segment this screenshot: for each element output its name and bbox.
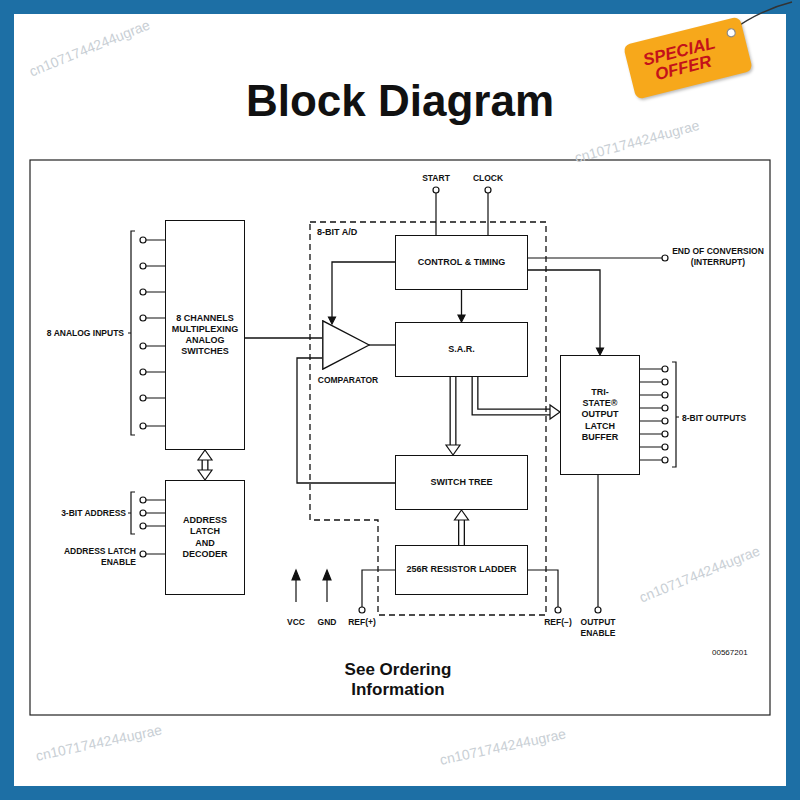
offer-text: SPECIAL OFFER xyxy=(631,32,732,88)
resistor-ladder-box: 256R RESISTOR LADDER xyxy=(395,545,528,595)
diagram-caption: See Ordering Information xyxy=(318,660,478,700)
bus-inner xyxy=(203,459,207,471)
start-clock-pins xyxy=(433,187,491,235)
pin-name: VCC xyxy=(282,617,310,628)
wire xyxy=(528,270,600,349)
offer-tag: SPECIAL OFFER xyxy=(623,16,753,99)
dashed-border xyxy=(310,222,546,615)
box-label: TRI-STATE® OUTPUT LATCH BUFFER xyxy=(576,387,624,443)
bus-outline xyxy=(202,459,209,471)
pin-name: START xyxy=(416,173,456,184)
wire xyxy=(297,358,395,483)
bus-inner xyxy=(451,377,455,446)
arrow-head xyxy=(329,317,336,324)
watermark: cn1071744244ugrae xyxy=(34,721,163,763)
adc-region: 8-BIT A/D CONTROL & TIMING COMPARATOR S.A.R… xyxy=(310,222,546,615)
box-label: 256R RESISTOR LADDER xyxy=(407,564,517,575)
signal-group-name: 3-BIT ADDRESS xyxy=(38,508,126,519)
pin-name: CLOCK xyxy=(468,173,508,184)
diagram-title: Block Diagram xyxy=(0,76,800,126)
output-enable-pin xyxy=(595,475,601,613)
bracket xyxy=(128,231,135,435)
bus-outline xyxy=(475,377,551,412)
analog-input-pins xyxy=(128,231,165,435)
box-label: SWITCH TREE xyxy=(431,477,493,488)
hole-ring xyxy=(726,28,736,38)
tag-hole xyxy=(724,26,739,41)
arrow-head xyxy=(198,470,212,480)
arrow-head xyxy=(458,315,465,322)
pin-name: REF(+) xyxy=(340,617,384,628)
pin-name: GND xyxy=(312,617,342,628)
bus-arrow xyxy=(455,510,469,545)
wire xyxy=(369,344,395,345)
signal-line xyxy=(369,345,395,346)
signal-line xyxy=(329,262,396,324)
sar-box: S.A.R. xyxy=(395,322,528,377)
bus-inner xyxy=(459,519,463,545)
switch-tree-box: SWITCH TREE xyxy=(395,455,528,510)
diagram-frame xyxy=(30,160,770,715)
multiplexer-box: 8 CHANNELS MULTIPLEXING ANALOG SWITCHES xyxy=(165,220,245,450)
box-label: S.A.R. xyxy=(448,344,475,355)
figure-number: 00567201 xyxy=(712,648,768,658)
bus-arrow xyxy=(446,377,460,455)
bus-arrow xyxy=(475,377,560,419)
box-label: 8 CHANNELS MULTIPLEXING ANALOG SWITCHES xyxy=(170,313,240,358)
bracket xyxy=(672,362,679,467)
supply-arrows xyxy=(292,570,331,602)
arrow-head xyxy=(550,405,560,419)
signal-group-name: 8-BIT OUTPUTS xyxy=(682,413,764,424)
bracket xyxy=(128,492,135,534)
box-label: ADDRESS LATCH AND DECODER xyxy=(182,515,228,560)
bus-outline xyxy=(450,377,457,446)
comparator-symbol: COMPARATOR xyxy=(310,320,386,390)
control-timing-box: CONTROL & TIMING xyxy=(395,235,528,290)
output-pins xyxy=(640,362,679,467)
bus-outline xyxy=(458,519,465,545)
pin-name: REF(−) xyxy=(538,617,578,628)
wire xyxy=(332,262,395,318)
triangle-outline xyxy=(323,321,369,369)
signal-line xyxy=(297,358,395,483)
signal-line xyxy=(458,290,465,322)
watermark: cn1071744244ugrae xyxy=(573,117,701,166)
watermark: cn1071744244ugrae xyxy=(438,725,567,767)
signal-group-name: 8 ANALOG INPUTS xyxy=(34,328,124,339)
watermark: cn1071744244ugrae xyxy=(637,542,762,605)
output-latch-box: TRI-STATE® OUTPUT LATCH BUFFER xyxy=(560,355,640,475)
pin-name: OUTPUT ENABLE xyxy=(572,617,624,638)
pin-name: ADDRESS LATCH ENABLE xyxy=(50,546,136,567)
signal-name: END OF CONVERSION (INTERRUPT) xyxy=(672,246,764,267)
arrow-head xyxy=(597,348,604,355)
region-label: 8-BIT A/D xyxy=(317,227,357,238)
wire xyxy=(461,290,462,316)
end-of-conversion-wire xyxy=(528,255,668,261)
arrow-head xyxy=(446,445,460,455)
arrow-head xyxy=(455,510,469,520)
address-decoder-box: ADDRESS LATCH AND DECODER xyxy=(165,480,245,595)
watermark: cn1071744244ugrae xyxy=(27,16,152,79)
box-label: CONTROL & TIMING xyxy=(418,257,505,268)
arrow-head xyxy=(198,450,212,460)
bus-arrow xyxy=(198,450,212,480)
bus-inner xyxy=(475,377,551,412)
comparator-label: COMPARATOR xyxy=(310,375,386,386)
signal-line xyxy=(528,270,604,355)
comparator-triangle xyxy=(322,320,370,370)
